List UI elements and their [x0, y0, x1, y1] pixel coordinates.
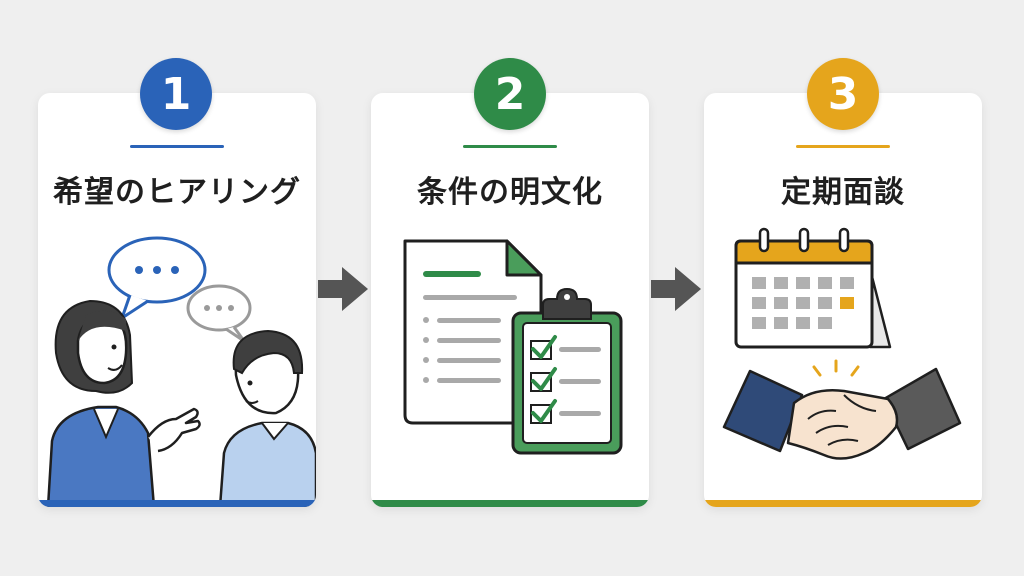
step-1-divider [130, 145, 224, 148]
step-1-accent-bar [38, 500, 316, 507]
step-2-title: 条件の明文化 [417, 175, 603, 210]
step-3-badge: 3 [807, 58, 879, 130]
step-3-title: 定期面談 [781, 175, 905, 210]
step-2-accent-bar [371, 500, 649, 507]
step-1-badge: 1 [140, 58, 212, 130]
step-card-3: 定期面談 [704, 93, 982, 507]
document-checklist-icon [403, 239, 623, 455]
arrow-right-icon [651, 267, 701, 311]
step-card-2: 条件の明文化 [371, 93, 649, 507]
step-card-1: 希望のヒアリング [38, 93, 316, 507]
step-3-divider [796, 145, 890, 148]
step-2-divider [463, 145, 557, 148]
calendar-handshake-icon [722, 227, 962, 460]
step-1-title: 希望のヒアリング [53, 175, 301, 210]
step-3-accent-bar [704, 500, 982, 507]
arrow-right-icon [318, 267, 368, 311]
conversation-icon [46, 236, 316, 507]
step-2-badge: 2 [474, 58, 546, 130]
